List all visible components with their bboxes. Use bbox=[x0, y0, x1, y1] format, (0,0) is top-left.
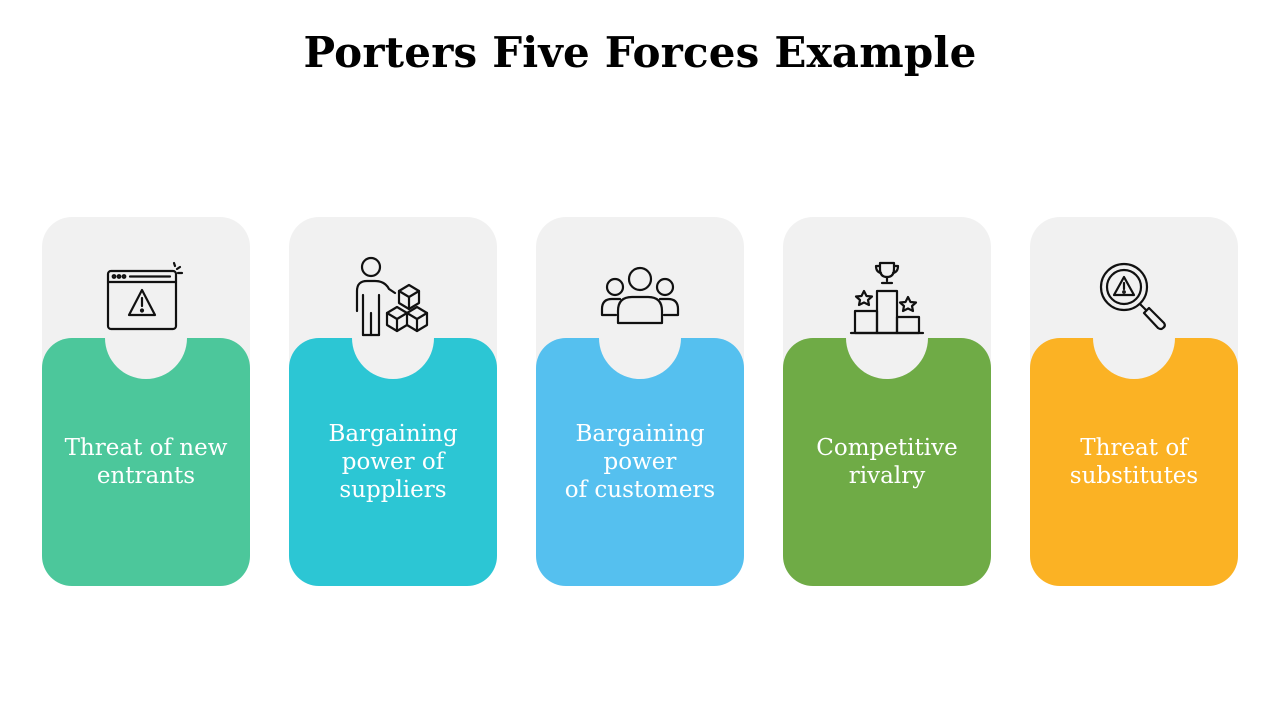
force-card-rivalry: Competitive rivalry bbox=[783, 217, 991, 586]
force-card-substitutes: Threat of substitutes bbox=[1030, 217, 1238, 586]
card-bottom bbox=[289, 338, 497, 586]
podium-trophy-icon bbox=[837, 255, 937, 341]
customers-group-icon bbox=[590, 255, 690, 341]
force-label: Threat of substitutes bbox=[1069, 435, 1199, 489]
magnifier-warning-icon bbox=[1084, 255, 1184, 341]
force-label: Competitive rivalry bbox=[816, 435, 958, 489]
force-label: Threat of new entrants bbox=[64, 435, 228, 489]
force-card-customers: Bargaining power of customers bbox=[536, 217, 744, 586]
card-bottom bbox=[536, 338, 744, 586]
card-bottom bbox=[783, 338, 991, 586]
force-label: Bargaining power of customers bbox=[564, 421, 716, 503]
force-card-suppliers: Bargaining power of suppliers bbox=[289, 217, 497, 586]
person-boxes-icon bbox=[343, 255, 443, 341]
page-title: Porters Five Forces Example bbox=[303, 28, 977, 77]
card-bottom bbox=[1030, 338, 1238, 586]
force-label: Bargaining power of suppliers bbox=[328, 421, 458, 503]
card-bottom bbox=[42, 338, 250, 586]
force-card-new-entrants: Threat of new entrants bbox=[42, 217, 250, 586]
browser-warning-icon bbox=[96, 255, 196, 341]
